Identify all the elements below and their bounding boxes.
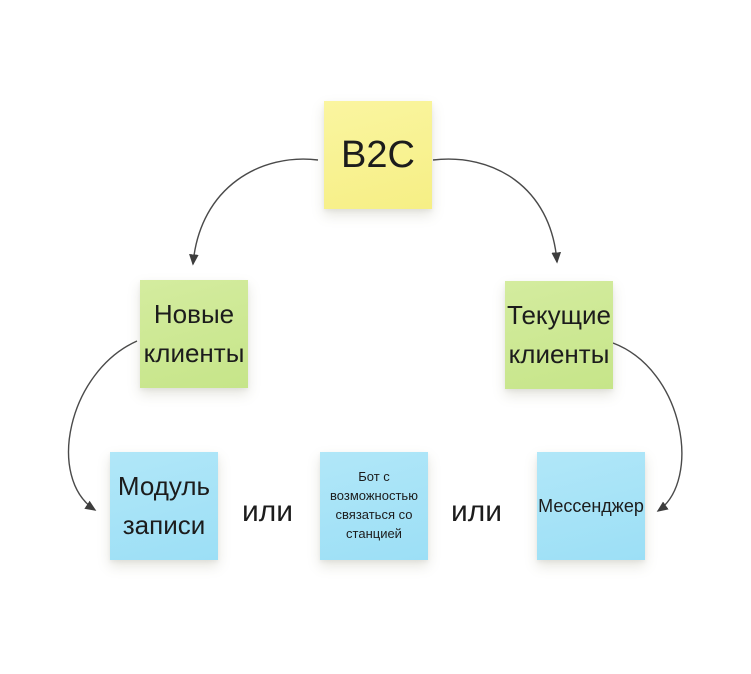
connector-b2c-to-current-clients[interactable]: [432, 158, 562, 264]
sticky-note-label: B2C: [341, 133, 415, 176]
sticky-note-label: Текущие клиенты: [507, 300, 611, 369]
sticky-note-label: Новые клиенты: [143, 299, 245, 368]
or-text-label[interactable]: или: [451, 495, 503, 528]
sticky-note-label: Модуль записи: [117, 471, 211, 540]
or-text-label[interactable]: или: [242, 495, 294, 528]
sticky-note-current-clients[interactable]: Текущие клиенты: [505, 281, 613, 389]
sticky-note-booking-module[interactable]: Модуль записи: [110, 452, 218, 560]
sticky-note-label: Бот с возможностью связаться со станцией: [330, 469, 418, 541]
connector-b2c-to-new-clients[interactable]: [189, 158, 319, 266]
connector-current-clients-to-messenger[interactable]: [612, 342, 683, 512]
sticky-note-messenger[interactable]: Мессенджер: [537, 452, 645, 560]
sticky-note-b2c[interactable]: B2C: [324, 101, 432, 209]
sticky-note-label: Мессенджер: [538, 495, 644, 516]
sticky-note-station-bot[interactable]: Бот с возможностью связаться со станцией: [320, 452, 428, 560]
sticky-note-new-clients[interactable]: Новые клиенты: [140, 280, 248, 388]
connector-new-clients-to-booking-module[interactable]: [67, 340, 138, 511]
